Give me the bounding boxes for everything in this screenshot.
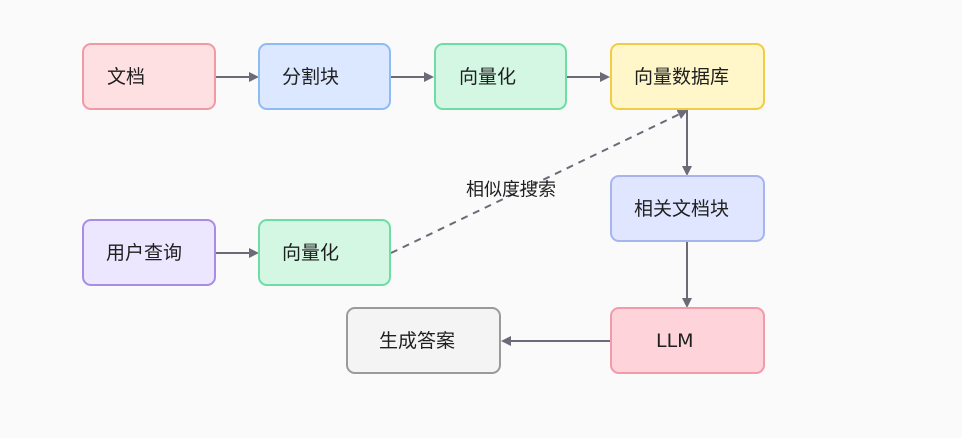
node-user-query-label: 用户查询 [106, 242, 182, 264]
similarity-search-label: 相似度搜索 [466, 180, 556, 201]
node-llm: LLM [610, 307, 765, 374]
node-user-query-box [82, 219, 216, 286]
node-llm-label: LLM [656, 330, 694, 352]
node-relevant-chunks-box [610, 175, 765, 242]
node-vectordb-box [610, 43, 765, 110]
node-embed-doc-label: 向量化 [459, 66, 516, 88]
node-split: 分割块 [258, 43, 391, 110]
node-split-label: 分割块 [282, 66, 339, 88]
node-vectordb: 向量数据库 [610, 43, 765, 110]
node-embed-doc: 向量化 [434, 43, 567, 110]
edge-similarity-search [390, 109, 688, 254]
node-doc: 文档 [82, 43, 216, 110]
node-relevant-chunks-label: 相关文档块 [634, 198, 729, 220]
node-split-box [258, 43, 391, 110]
node-relevant-chunks: 相关文档块 [610, 175, 765, 242]
node-doc-label: 文档 [107, 66, 145, 88]
node-answer-box [346, 307, 501, 374]
node-doc-box [82, 43, 216, 110]
node-answer-label: 生成答案 [379, 330, 455, 352]
node-vectordb-label: 向量数据库 [634, 66, 729, 88]
node-user-query: 用户查询 [82, 219, 216, 286]
node-embed-query: 向量化 [258, 219, 391, 286]
node-answer: 生成答案 [346, 307, 501, 374]
node-embed-doc-box [434, 43, 567, 110]
node-embed-query-box [258, 219, 391, 286]
node-embed-query-label: 向量化 [282, 242, 339, 264]
node-llm-box [610, 307, 765, 374]
